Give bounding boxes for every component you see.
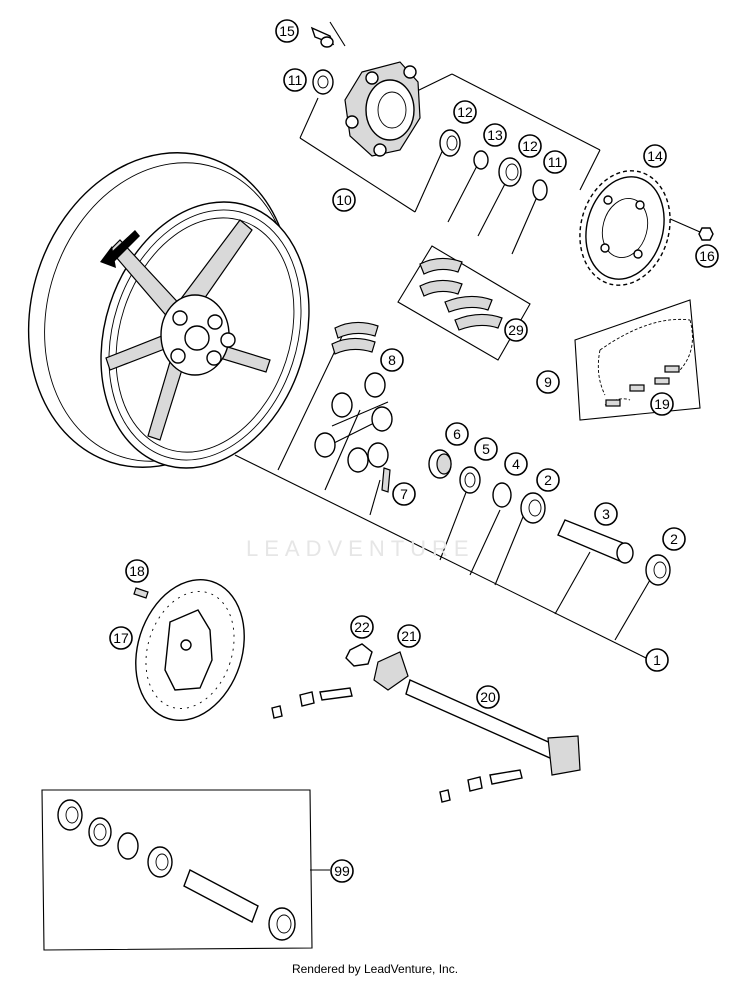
svg-text:19: 19	[654, 396, 670, 412]
svg-text:22: 22	[354, 619, 370, 635]
svg-text:12: 12	[457, 104, 473, 120]
callout-7: 7	[392, 482, 416, 506]
hub-dampers	[314, 372, 393, 473]
svg-text:29: 29	[508, 322, 524, 338]
svg-text:11: 11	[288, 72, 303, 88]
callout-11-b: 11	[543, 150, 567, 174]
callout-2-b: 2	[662, 527, 686, 551]
callout-29: 29	[504, 318, 528, 342]
disc-bolt	[133, 587, 149, 599]
callout-22: 22	[350, 615, 374, 639]
callout-20: 20	[476, 685, 500, 709]
hub-bearing-set	[428, 449, 671, 586]
callout-13: 13	[483, 123, 507, 147]
brake-disc	[135, 578, 245, 722]
svg-text:99: 99	[334, 863, 350, 879]
bearing-kit-box	[41, 789, 330, 951]
callout-12-a: 12	[453, 100, 477, 124]
svg-text:1: 1	[653, 652, 661, 668]
svg-text:12: 12	[522, 138, 538, 154]
drive-chain-box	[574, 299, 701, 421]
svg-text:9: 9	[544, 374, 552, 390]
svg-text:18: 18	[129, 563, 145, 579]
leader-lines	[234, 21, 701, 661]
svg-text:5: 5	[482, 441, 490, 457]
callout-11-top: 11	[283, 68, 307, 92]
footer-credit: Rendered by LeadVenture, Inc.	[291, 962, 459, 976]
sprocket-carrier	[310, 26, 548, 201]
callout-8: 8	[380, 348, 404, 372]
svg-text:11: 11	[548, 154, 563, 170]
svg-text:8: 8	[388, 352, 396, 368]
svg-text:6: 6	[453, 426, 461, 442]
callout-6: 6	[445, 422, 469, 446]
rear-sprocket	[579, 170, 671, 286]
callout-9: 9	[536, 370, 560, 394]
valve-stem	[381, 467, 391, 493]
svg-text:10: 10	[336, 192, 352, 208]
sprocket-nut	[698, 227, 714, 241]
callout-2-a: 2	[536, 468, 560, 492]
callout-15: 15	[275, 19, 299, 43]
svg-text:21: 21	[401, 628, 417, 644]
svg-text:2: 2	[670, 531, 678, 547]
callout-14: 14	[643, 144, 667, 168]
damper-kit	[331, 245, 531, 361]
callout-19: 19	[650, 392, 674, 416]
rear-wheel	[27, 152, 310, 469]
svg-text:4: 4	[512, 456, 520, 472]
svg-text:3: 3	[602, 506, 610, 522]
svg-text:17: 17	[113, 630, 129, 646]
callout-1: 1	[645, 648, 669, 672]
callout-10: 10	[332, 188, 356, 212]
svg-text:14: 14	[647, 148, 663, 164]
watermark: LEADVENTURE	[246, 536, 475, 561]
callout-4: 4	[504, 452, 528, 476]
svg-text:13: 13	[487, 127, 503, 143]
callout-18: 18	[125, 559, 149, 583]
svg-text:7: 7	[400, 486, 408, 502]
svg-text:16: 16	[699, 248, 715, 264]
callout-16: 16	[695, 244, 719, 268]
callout-5: 5	[474, 437, 498, 461]
svg-text:15: 15	[279, 23, 295, 39]
callout-17: 17	[109, 626, 133, 650]
callout-99: 99	[330, 859, 354, 883]
callout-21: 21	[397, 624, 421, 648]
svg-text:20: 20	[480, 689, 496, 705]
svg-text:2: 2	[544, 472, 552, 488]
callout-12-b: 12	[518, 134, 542, 158]
callout-3: 3	[594, 502, 618, 526]
rear-axle-group	[271, 643, 581, 803]
